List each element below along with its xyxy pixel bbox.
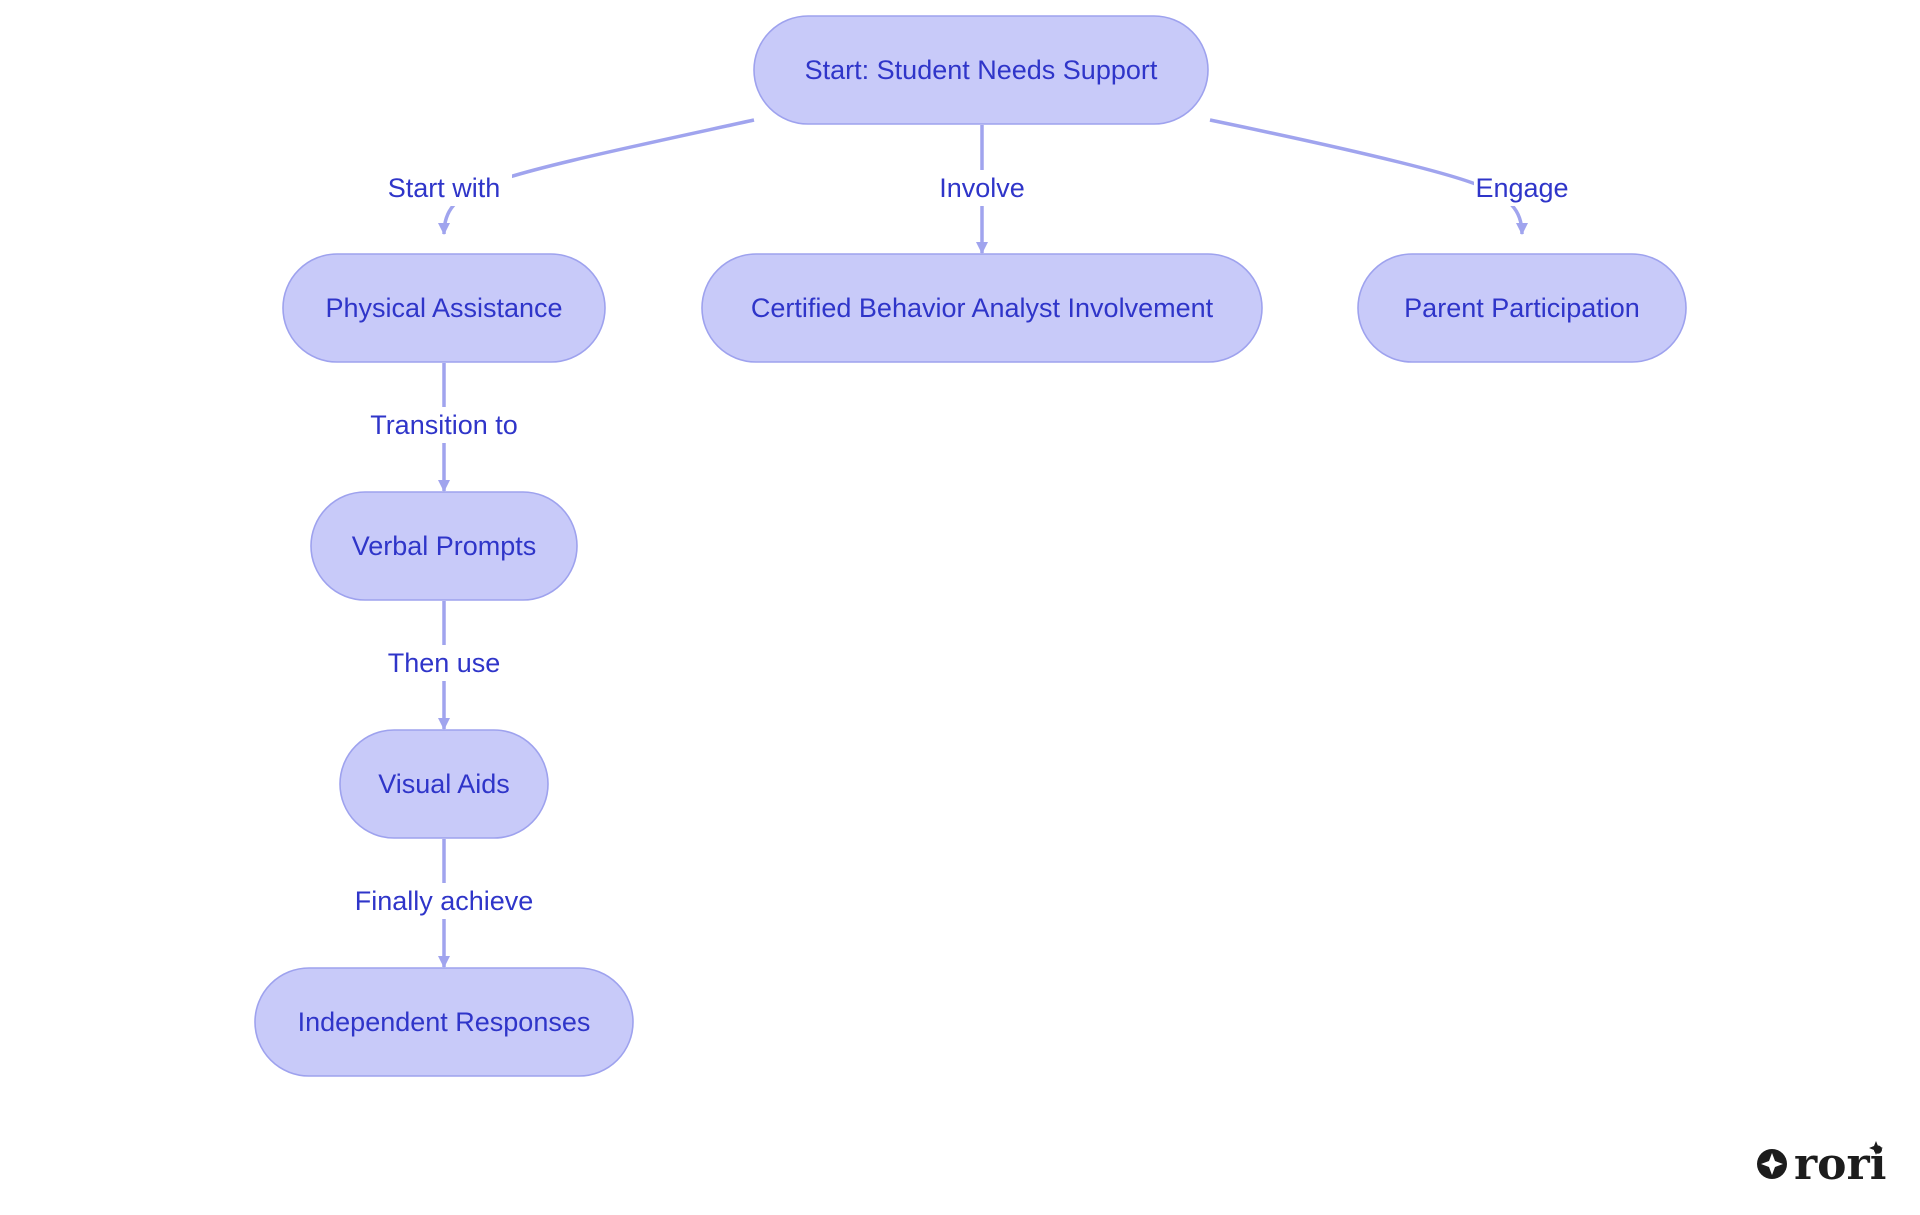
svg-text:Transition to: Transition to [370,410,518,440]
node-cba-involvement: Certified Behavior Analyst Involvement [701,253,1263,363]
node-parent-participation: Parent Participation [1357,253,1687,363]
svg-text:Start with: Start with [388,173,501,203]
edge-label-finally-achieve: Finally achieve [352,883,536,919]
svg-text:Involve: Involve [939,173,1025,203]
svg-text:Engage: Engage [1475,173,1568,203]
rori-logo: rori [1757,1139,1886,1190]
edges [438,118,1528,968]
edge-label-engage: Engage [1474,170,1570,206]
svg-text:Finally achieve: Finally achieve [355,886,534,916]
node-independent-responses: Independent Responses [254,967,634,1077]
svg-text:Physical Assistance: Physical Assistance [325,293,562,323]
edge-label-transition-to: Transition to [362,407,526,443]
nodes: Start: Student Needs Support Physical As… [254,15,1687,1077]
edge-label-start-with: Start with [376,170,512,206]
svg-text:Then use: Then use [388,648,501,678]
svg-text:Start: Student Needs Support: Start: Student Needs Support [805,55,1158,85]
edge-label-involve: Involve [934,170,1030,206]
sparkle-circle-icon [1757,1149,1787,1179]
svg-text:Verbal Prompts: Verbal Prompts [352,531,537,561]
edge-start-to-parent [1209,118,1528,235]
svg-text:Parent Participation: Parent Participation [1404,293,1640,323]
node-start: Start: Student Needs Support [753,15,1209,125]
logo-star-icon [1869,1141,1883,1155]
edge-label-then-use: Then use [384,645,504,681]
svg-text:Independent Responses: Independent Responses [298,1007,591,1037]
edge-labels: Start with Involve Engage Transition to … [352,170,1570,919]
node-verbal-prompts: Verbal Prompts [310,491,578,601]
node-physical-assistance: Physical Assistance [282,253,606,363]
svg-text:Certified Behavior Analyst Inv: Certified Behavior Analyst Involvement [751,293,1214,323]
node-visual-aids: Visual Aids [339,729,549,839]
edge-start-to-physical [438,118,755,235]
svg-text:Visual Aids: Visual Aids [378,769,510,799]
